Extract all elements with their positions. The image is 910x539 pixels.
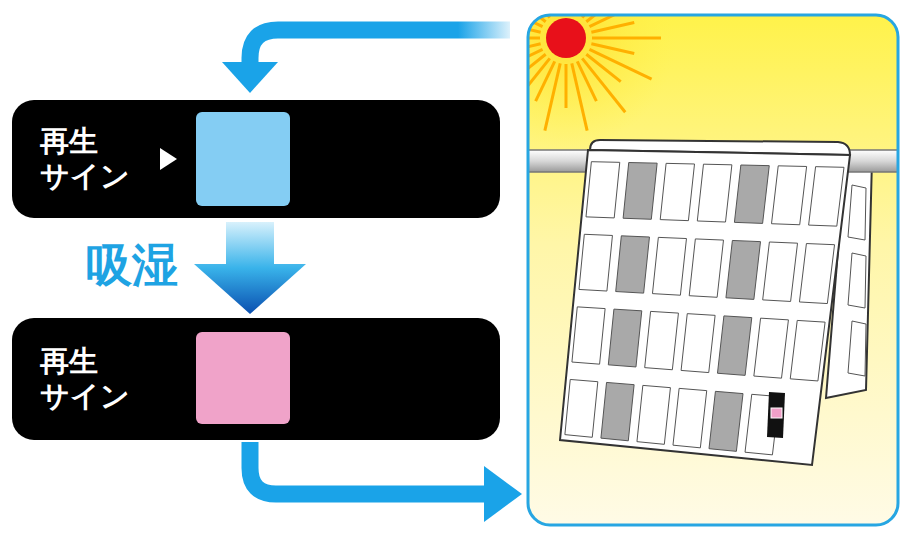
sheet-cell xyxy=(734,165,769,223)
sheet-cell xyxy=(660,163,694,220)
sheet-cell xyxy=(754,318,789,378)
sun-ray xyxy=(528,44,541,54)
sun-ray xyxy=(528,49,543,79)
sheet-cell xyxy=(608,309,641,367)
sun-ray xyxy=(528,54,546,81)
sheet-cell xyxy=(709,391,743,451)
sign-box: 再生 サイン xyxy=(12,318,500,440)
sun xyxy=(546,18,586,58)
sheet-cell xyxy=(637,385,670,444)
sun-ray xyxy=(528,37,540,40)
sheet-cell xyxy=(645,311,679,369)
sun-ray xyxy=(536,61,555,101)
sheet-cell xyxy=(799,244,834,304)
return-arrow-shaft xyxy=(250,30,510,66)
sheet-sign xyxy=(767,392,785,438)
arrow-shaft xyxy=(226,222,274,266)
sheet-cell xyxy=(772,166,807,225)
sign-box: 再生 サイン xyxy=(12,100,500,218)
sheet-cell xyxy=(673,388,707,447)
sign-label: 再生 サイン xyxy=(40,344,130,414)
sheet-back-cells xyxy=(848,185,866,376)
sheet-cell xyxy=(848,321,866,376)
sheet-cell xyxy=(572,307,605,364)
sheet-front xyxy=(560,150,850,465)
sheet-cell xyxy=(652,237,686,295)
flow-arrow xyxy=(194,222,306,314)
dry-arrow-shaft xyxy=(250,442,488,494)
sheet-cell xyxy=(623,163,657,220)
sheet-cell xyxy=(601,382,634,440)
sign-pink xyxy=(771,408,782,418)
sheet-cell xyxy=(689,239,723,297)
sheet-cell xyxy=(697,164,732,222)
panel-border xyxy=(528,15,898,525)
sun-panel xyxy=(456,0,898,525)
sheet-cells xyxy=(565,162,844,455)
sheet-cell xyxy=(809,167,844,226)
return-arrow-head xyxy=(222,62,278,93)
sheet-cell xyxy=(616,236,650,293)
sun-ray xyxy=(565,64,568,108)
sun-glow xyxy=(528,15,676,148)
sheet-cell xyxy=(726,240,761,299)
sheet-cell xyxy=(565,379,598,437)
sheet-cell xyxy=(763,242,798,301)
sign-label: 再生 サイン xyxy=(40,124,130,194)
sheet-cell xyxy=(790,320,825,381)
sheet-cell xyxy=(586,162,620,218)
sun-ray xyxy=(545,63,560,130)
sheet-cell xyxy=(681,314,715,373)
sheet-cell xyxy=(579,234,612,291)
sun-ray xyxy=(592,37,661,40)
sheet-cell xyxy=(848,253,866,308)
dry-arrow-head xyxy=(484,466,522,522)
arrow-head xyxy=(194,264,306,314)
sign-holder xyxy=(767,392,785,438)
sheet-cell xyxy=(717,316,751,375)
sun-ray xyxy=(591,22,634,32)
sun-ray xyxy=(572,63,587,130)
sheet-cell xyxy=(848,185,866,240)
sun-rays xyxy=(528,15,661,131)
arrow-label: 吸湿 xyxy=(84,240,180,291)
